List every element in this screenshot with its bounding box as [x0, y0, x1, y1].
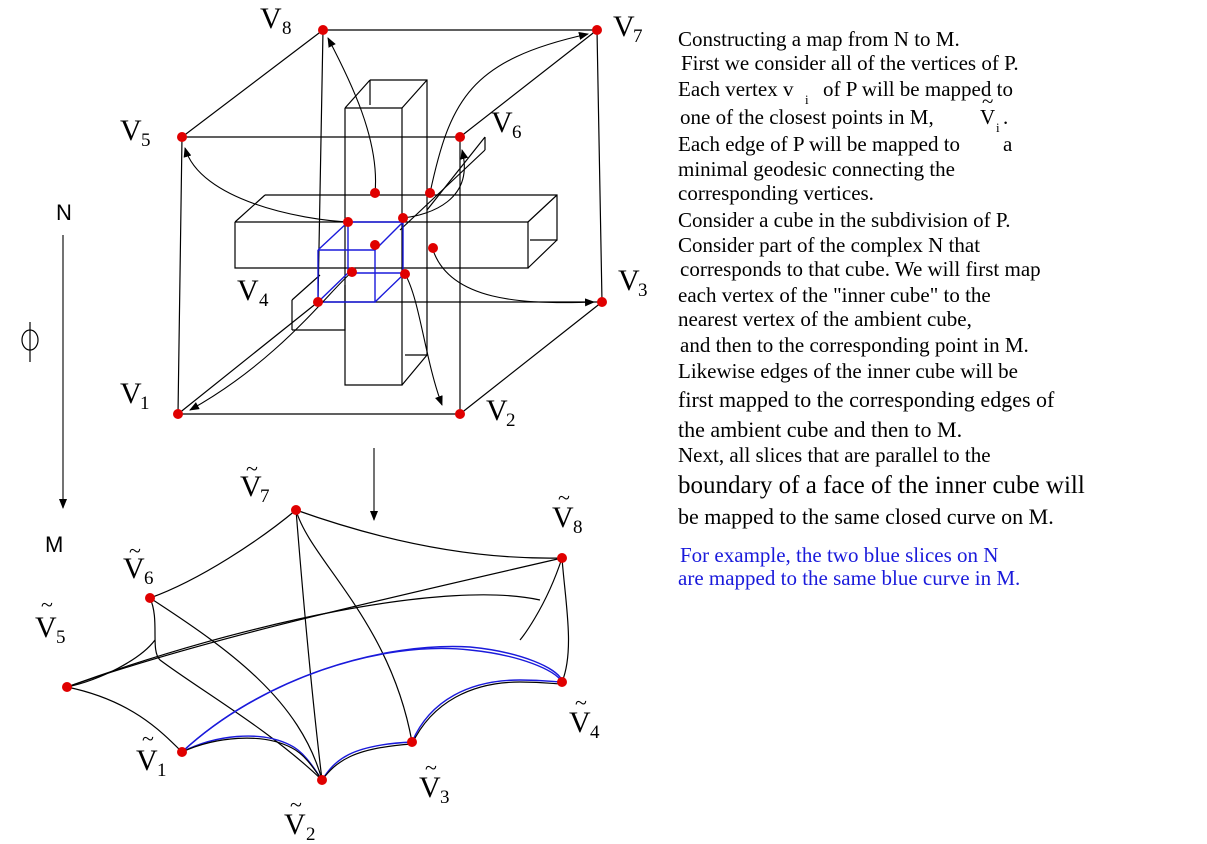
svg-text:~: ~	[558, 485, 570, 510]
label-v2: V 2	[486, 394, 516, 431]
svg-text:1: 1	[157, 760, 167, 781]
surface-M	[66, 509, 570, 782]
desc-line-17: Next, all slices that are parallel to th…	[678, 443, 991, 467]
blue-note-line-2: are mapped to the same blue curve in M.	[678, 566, 1020, 590]
svg-text:1: 1	[140, 393, 150, 414]
surface-vertex-dots	[62, 505, 567, 785]
svg-text:V: V	[980, 105, 995, 129]
svg-text:V: V	[491, 106, 513, 139]
svg-text:V: V	[613, 10, 635, 43]
svg-text:~: ~	[290, 792, 302, 817]
svg-text:~: ~	[982, 89, 993, 113]
desc-line-11: each vertex of the "inner cube" to the	[678, 283, 991, 307]
desc-line-7: corresponding vertices.	[678, 181, 874, 205]
desc-line-19: be mapped to the same closed curve on M.	[678, 504, 1054, 529]
svg-text:i: i	[805, 92, 809, 107]
svg-text:V: V	[569, 706, 591, 739]
svg-text:a: a	[1003, 132, 1013, 156]
desc-line-5: Each edge of P will be mapped to a	[678, 132, 1013, 156]
svg-text:8: 8	[282, 18, 292, 39]
cube-vertex-dots	[173, 25, 607, 419]
desc-line-15: first mapped to the corresponding edges …	[678, 387, 1055, 412]
label-t5: ~ V 5	[35, 592, 66, 648]
svg-text:V: V	[618, 264, 640, 297]
label-t3: ~ V 3	[419, 755, 450, 808]
label-t7: ~ V 7	[240, 456, 270, 507]
label-v6: V 6	[491, 106, 522, 143]
svg-text:8: 8	[573, 517, 583, 538]
svg-text:i: i	[996, 120, 1000, 135]
svg-text:one of the closest points in M: one of the closest points in M,	[680, 105, 934, 129]
svg-text:V: V	[120, 114, 142, 147]
svg-text:~: ~	[575, 690, 587, 715]
cube-vertex-labels: V 8 V 7 V 5 V 6 V 3 V 4 V 1 V 2	[120, 2, 648, 431]
svg-text:3: 3	[638, 280, 648, 301]
label-t6: ~ V 6	[123, 538, 154, 589]
label-v4: V 4	[237, 274, 269, 311]
label-v5: V 5	[120, 114, 151, 151]
surface-vertex-labels: ~ V 7 ~ V 8 ~ V 6 ~ V 5 ~ V 4 ~ V 1	[35, 456, 600, 844]
svg-text:V: V	[240, 470, 262, 503]
label-t8: ~ V 8	[552, 485, 583, 538]
desc-line-14: Likewise edges of the inner cube will be	[678, 359, 1018, 383]
desc-line-2: First we consider all of the vertices of…	[681, 51, 1019, 75]
desc-line-10: corresponds to that cube. We will first …	[680, 257, 1041, 281]
svg-text:7: 7	[633, 26, 643, 47]
desc-line-6: minimal geodesic connecting the	[678, 157, 955, 181]
svg-text:6: 6	[512, 122, 522, 143]
svg-text:of P will be mapped to: of P will be mapped to	[823, 77, 1013, 101]
svg-text:V: V	[123, 552, 145, 585]
svg-text:V: V	[237, 274, 259, 307]
svg-text:7: 7	[260, 486, 270, 507]
svg-text:V: V	[35, 611, 57, 644]
label-t1: ~ V 1	[136, 726, 167, 781]
svg-text:2: 2	[506, 410, 516, 431]
desc-line-3: Each vertex v i of P will be mapped to	[678, 77, 1013, 107]
svg-text:5: 5	[141, 130, 151, 151]
svg-text:~: ~	[129, 538, 141, 563]
label-t2: ~ V 2	[284, 792, 316, 844]
label-v3: V 3	[618, 264, 648, 301]
desc-line-8: Consider a cube in the subdivision of P.	[678, 208, 1010, 232]
svg-text:Each edge of P will be mapped: Each edge of P will be mapped to	[678, 132, 960, 156]
label-t4: ~ V 4	[569, 690, 600, 743]
svg-text:~: ~	[246, 456, 258, 481]
svg-text:.: .	[1003, 105, 1008, 129]
svg-text:V: V	[284, 808, 306, 841]
svg-text:4: 4	[259, 290, 269, 311]
svg-text:V: V	[120, 377, 142, 410]
svg-text:3: 3	[440, 787, 450, 808]
desc-line-9: Consider part of the complex N that	[678, 233, 980, 257]
desc-line-4: one of the closest points in M, ~ V i .	[680, 89, 1008, 135]
desc-line-1: Constructing a map from N to M.	[678, 27, 960, 51]
label-v8: V 8	[260, 2, 292, 39]
svg-text:~: ~	[41, 592, 53, 617]
svg-text:V: V	[419, 771, 441, 804]
desc-line-13: and then to the corresponding point in M…	[680, 333, 1029, 357]
svg-text:6: 6	[144, 568, 154, 589]
svg-text:~: ~	[142, 726, 154, 751]
vertex-arrows	[183, 32, 595, 411]
svg-text:2: 2	[306, 824, 316, 844]
phi-symbol	[21, 322, 39, 362]
svg-text:~: ~	[425, 755, 437, 780]
desc-line-16: the ambient cube and then to M.	[678, 417, 962, 442]
desc-line-12: nearest vertex of the ambient cube,	[678, 307, 972, 331]
svg-text:V: V	[136, 744, 158, 777]
svg-text:V: V	[552, 501, 574, 534]
label-N: N	[56, 200, 72, 225]
description-text: Constructing a map from N to M. First we…	[678, 27, 1085, 590]
svg-text:Each vertex v: Each vertex v	[678, 77, 794, 101]
svg-text:V: V	[260, 2, 282, 35]
desc-line-18: boundary of a face of the inner cube wil…	[678, 472, 1085, 499]
map-axis: N M	[21, 200, 72, 557]
label-M: M	[45, 532, 63, 557]
label-v1: V 1	[120, 377, 150, 414]
label-v7: V 7	[613, 10, 643, 47]
svg-text:5: 5	[56, 627, 66, 648]
blue-note-line-1: For example, the two blue slices on N	[680, 543, 998, 567]
svg-text:V: V	[486, 394, 508, 427]
svg-text:4: 4	[590, 722, 600, 743]
